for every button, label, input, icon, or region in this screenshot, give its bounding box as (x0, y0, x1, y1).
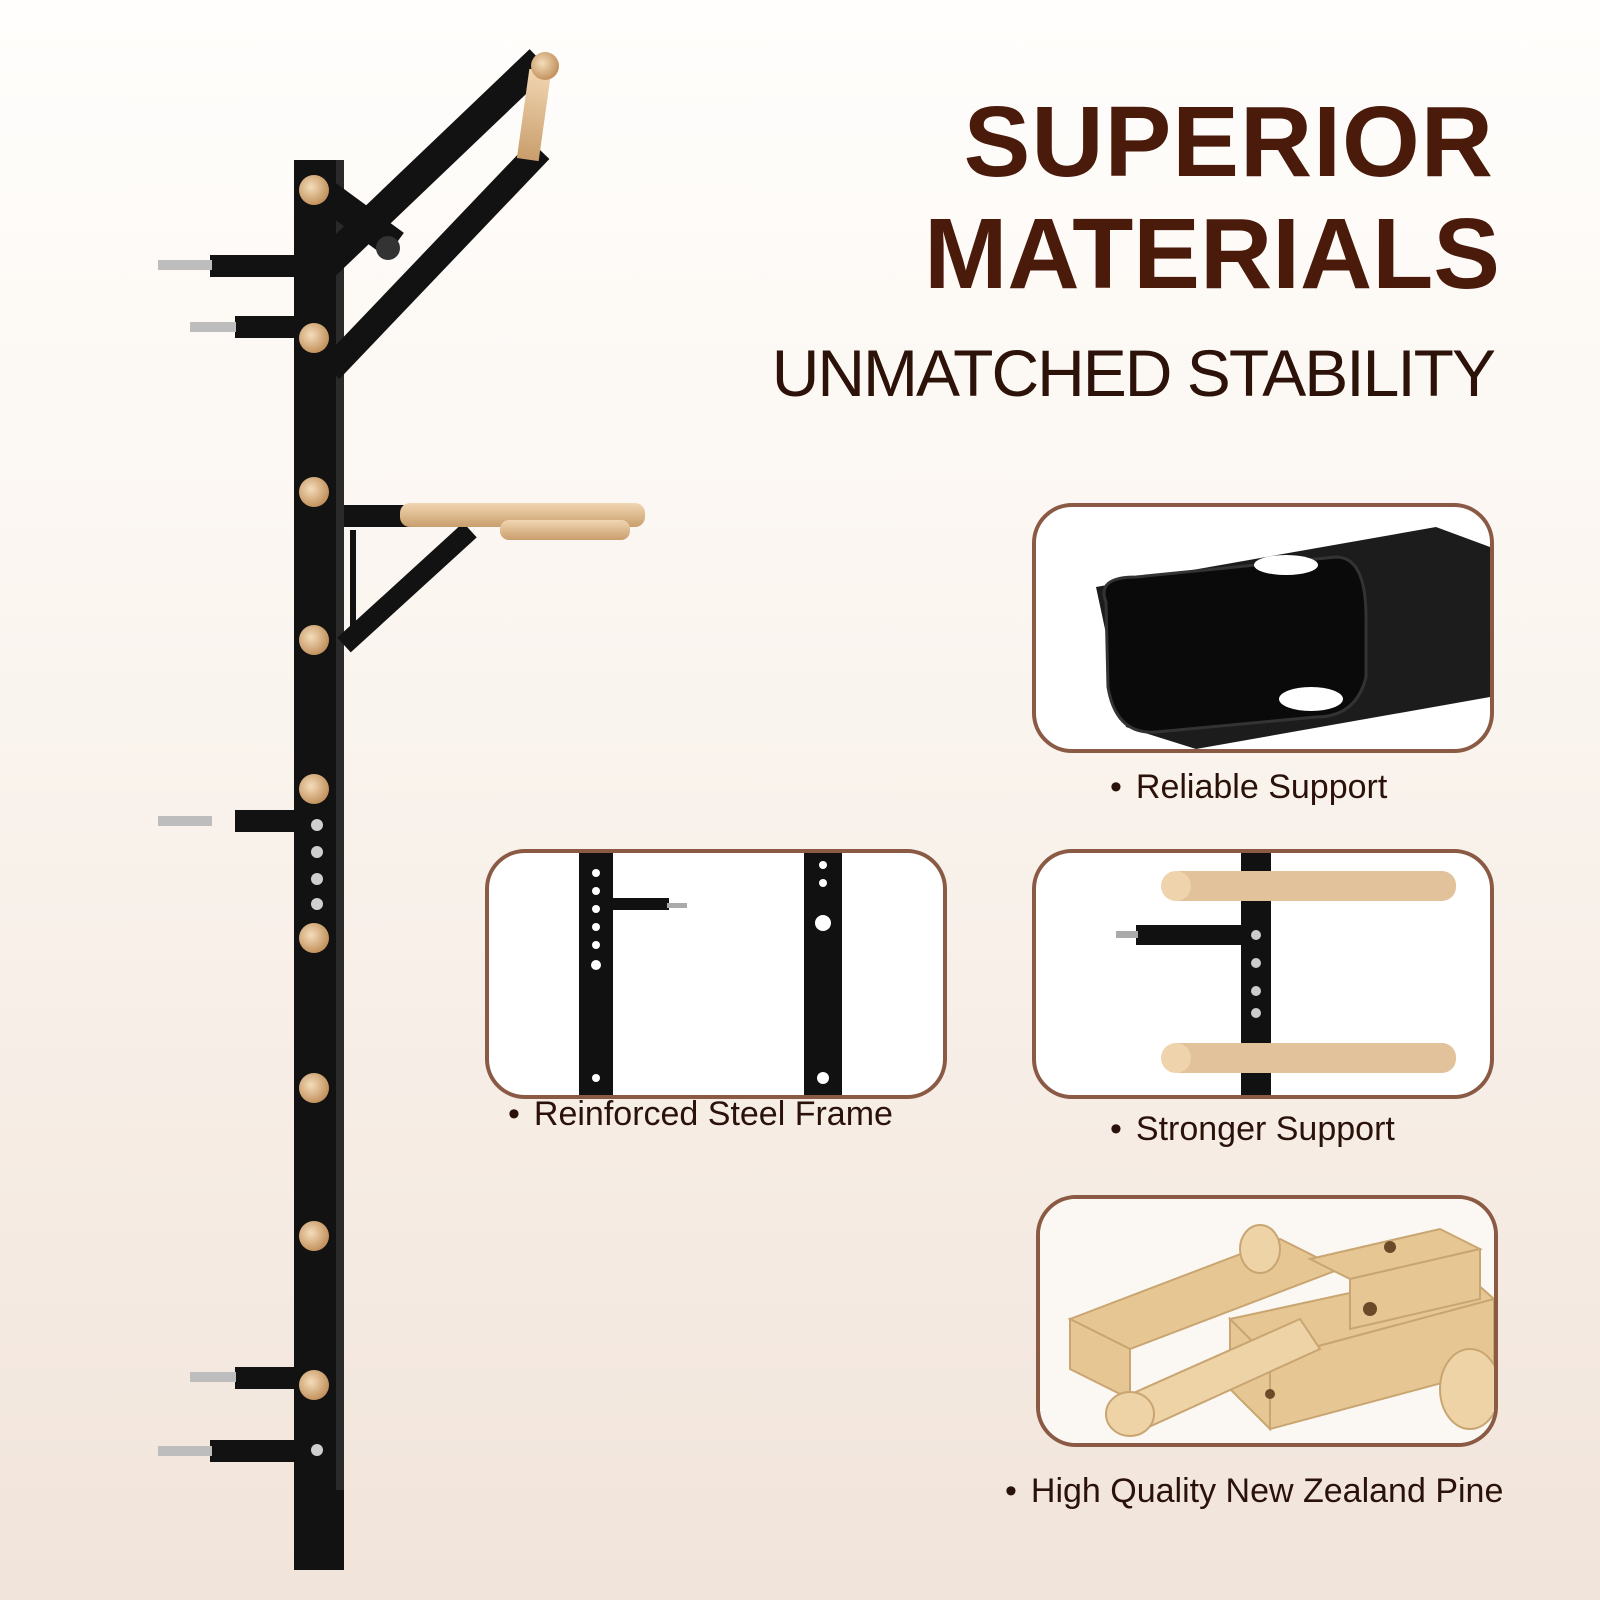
steel-upright (294, 160, 344, 1570)
adjustment-hole (311, 819, 323, 1456)
caption-label: High Quality New Zealand Pine (1030, 1472, 1504, 1510)
anchor-bolt (158, 260, 236, 1456)
caption-label: Reliable Support (1135, 768, 1388, 806)
pine-wood-image (1040, 1199, 1494, 1443)
product-illustration (158, 49, 645, 1570)
wood-peg (299, 175, 329, 1400)
caption-reinforced-frame: •Reinforced Steel Frame (508, 1095, 893, 1133)
detail-panel-rungs (1032, 849, 1494, 1099)
caption-stronger-support: •Stronger Support (1110, 1110, 1395, 1148)
caption-label: Reinforced Steel Frame (533, 1095, 893, 1133)
pull-up-arm (309, 49, 559, 379)
title-line-1: SUPERIOR (963, 86, 1494, 198)
detail-panel-frame (485, 849, 947, 1099)
steel-tube-image (1096, 527, 1490, 749)
caption-label: Stronger Support (1135, 1110, 1395, 1148)
steel-frame-image (579, 853, 842, 1095)
caption-reliable-support: •Reliable Support (1110, 768, 1388, 806)
detail-panel-pine (1036, 1195, 1498, 1447)
title-line-2: MATERIALS (924, 198, 1500, 310)
rungs-image (1116, 853, 1456, 1095)
caption-pine: •High Quality New Zealand Pine (1005, 1472, 1504, 1510)
detail-panel-tube (1032, 503, 1494, 753)
wall-bracket (210, 255, 300, 1462)
subtitle: UNMATCHED STABILITY (771, 336, 1496, 410)
dip-bar (337, 503, 645, 653)
